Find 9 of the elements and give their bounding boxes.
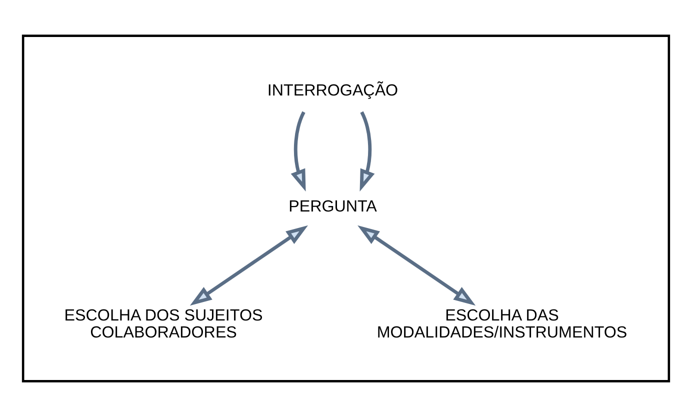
arrow <box>357 224 476 306</box>
node-text: INTERROGAÇÃO <box>266 80 398 99</box>
node-text: ESCOLHA DOS SUJEITOS COLABORADORES <box>64 306 262 342</box>
arrow <box>290 110 306 191</box>
node-text: ESCOLHA DAS MODALIDADES/INSTRUMENTOS <box>376 306 627 342</box>
arrow <box>359 110 374 191</box>
cluster <box>21 34 670 382</box>
arrow <box>189 224 308 306</box>
node-text: PERGUNTA <box>288 197 376 216</box>
